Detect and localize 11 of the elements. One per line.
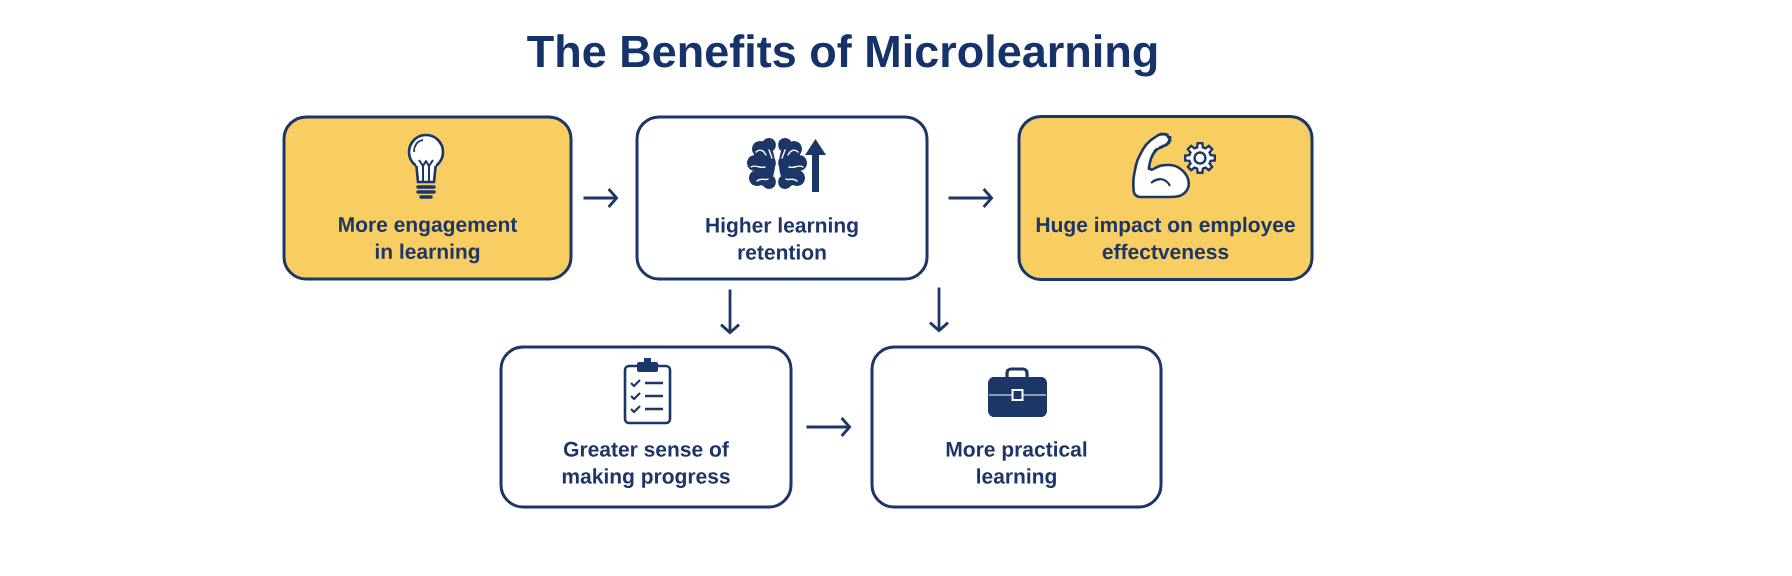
title: The Benefits of Microlearning xyxy=(527,34,1157,77)
benefit-box: Higher learning retention xyxy=(635,115,929,281)
benefit-box: More practical learning xyxy=(870,345,1163,509)
arrow xyxy=(929,287,949,333)
arrow xyxy=(583,188,619,208)
arrow xyxy=(720,289,740,335)
benefit-box: Huge impact on employee effectveness xyxy=(1017,115,1314,281)
benefit-box: More engagement in learning xyxy=(282,115,573,281)
benefit-box: Greater sense of making progress xyxy=(499,345,793,509)
arrow xyxy=(948,188,994,208)
arrow xyxy=(806,417,852,437)
